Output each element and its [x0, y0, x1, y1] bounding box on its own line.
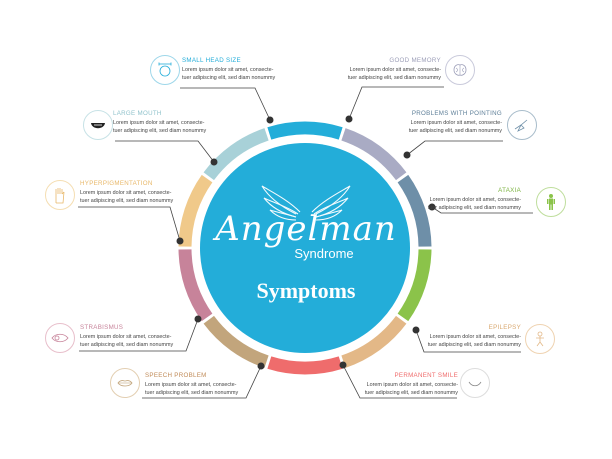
lips-icon	[110, 368, 140, 398]
callout-permanent-smile: PERMANENT SMILE Lorem ipsum dolor sit am…	[283, 372, 458, 397]
symptom-title: GOOD MEMORY	[389, 57, 441, 64]
symptom-description: Lorem ipsum dolor sit amet, consecte-tue…	[408, 120, 502, 134]
connector-lines	[78, 86, 533, 399]
symptom-title: HYPERPIGMENTATION	[80, 180, 153, 187]
symptom-description: Lorem ipsum dolor sit amet, consecte-tue…	[80, 190, 174, 204]
symptom-description: Lorem ipsum dolor sit amet, consecte-tue…	[347, 67, 441, 81]
body-icon	[536, 187, 566, 217]
symptom-title: SPEECH PROBLEM	[145, 372, 207, 379]
ring-segment-good-memory	[341, 128, 407, 181]
symptom-title: ATAXIA	[498, 187, 521, 194]
connector-line	[142, 365, 262, 399]
ring-segment-hyperpigmentation	[178, 174, 213, 247]
symptom-ring	[178, 121, 432, 375]
mouth-icon	[83, 110, 113, 140]
connector-line	[180, 87, 271, 121]
symptom-title: STRABISMUS	[80, 324, 124, 331]
wings-logo	[261, 185, 351, 221]
smile-icon	[460, 368, 490, 398]
ring-segment-permanent-smile	[267, 356, 343, 375]
symptom-description: Lorem ipsum dolor sit amet, consecte-tue…	[80, 334, 174, 348]
connector-dot	[176, 237, 184, 245]
connector-line	[79, 318, 199, 352]
connector-line	[415, 329, 521, 353]
symptom-description: Lorem ipsum dolor sit amet, consecte-tue…	[364, 382, 458, 396]
center-circle	[200, 143, 410, 353]
ring-segment-epilepsy	[341, 315, 407, 368]
symptom-title: PROBLEMS WITH POINTING	[411, 110, 502, 117]
ring-segment-problems-with-pointing	[397, 174, 432, 247]
brand-script-text: Angelman	[212, 209, 397, 249]
symptom-description: Lorem ipsum dolor sit amet, consecte-tue…	[427, 197, 521, 211]
connector-dot	[412, 326, 420, 334]
callout-problems-with-pointing: PROBLEMS WITH POINTING Lorem ipsum dolor…	[327, 110, 502, 135]
symptom-title: SMALL HEAD SIZE	[182, 57, 241, 64]
connector-dot	[266, 116, 274, 124]
ring-segment-small-head-size	[267, 121, 343, 140]
hand-icon	[45, 180, 75, 210]
eye-icon	[45, 323, 75, 353]
callout-large-mouth: LARGE MOUTH Lorem ipsum dolor sit amet, …	[113, 110, 288, 135]
callout-small-head-size: SMALL HEAD SIZE Lorem ipsum dolor sit am…	[182, 57, 357, 82]
connector-line	[348, 86, 444, 120]
epilepsy-icon	[525, 324, 555, 354]
connector-dot	[257, 362, 265, 370]
callout-strabismus: STRABISMUS Lorem ipsum dolor sit amet, c…	[80, 324, 255, 349]
head-measure-icon	[150, 55, 180, 85]
symptom-description: Lorem ipsum dolor sit amet, consecte-tue…	[145, 382, 239, 396]
brand-sub-text: Syndrome	[294, 246, 353, 261]
connector-dot	[210, 158, 218, 166]
ring-segment-large-mouth	[203, 128, 269, 181]
connector-line	[406, 140, 503, 156]
connector-dot	[194, 315, 202, 323]
ring-segment-strabismus	[178, 249, 213, 322]
connector-line	[431, 206, 533, 214]
connector-dot	[428, 203, 436, 211]
symptom-description: Lorem ipsum dolor sit amet, consecte-tue…	[182, 67, 276, 81]
brain-icon	[445, 55, 475, 85]
callout-good-memory: GOOD MEMORY Lorem ipsum dolor sit amet, …	[266, 57, 441, 82]
symptom-description: Lorem ipsum dolor sit amet, consecte-tue…	[427, 334, 521, 348]
ring-segment-ataxia	[397, 249, 432, 322]
ring-segment-speech-problem	[203, 315, 269, 368]
connector-line	[78, 206, 181, 242]
pointing-hand-icon	[507, 110, 537, 140]
symptom-description: Lorem ipsum dolor sit amet, consecte-tue…	[113, 120, 207, 134]
connector-line	[115, 140, 215, 163]
callout-epilepsy: EPILEPSY Lorem ipsum dolor sit amet, con…	[346, 324, 521, 349]
connector-dot	[339, 361, 347, 369]
callout-hyperpigmentation: HYPERPIGMENTATION Lorem ipsum dolor sit …	[80, 180, 255, 205]
connector-dot	[345, 115, 353, 123]
connector-dot	[403, 151, 411, 159]
connector-line	[342, 364, 457, 399]
symptom-title: PERMANENT SMILE	[394, 372, 458, 379]
symptom-title: LARGE MOUTH	[113, 110, 162, 117]
symptoms-heading: Symptoms	[256, 278, 355, 303]
callout-speech-problem: SPEECH PROBLEM Lorem ipsum dolor sit ame…	[145, 372, 320, 397]
symptom-title: EPILEPSY	[488, 324, 521, 331]
callout-ataxia: ATAXIA Lorem ipsum dolor sit amet, conse…	[346, 187, 521, 212]
